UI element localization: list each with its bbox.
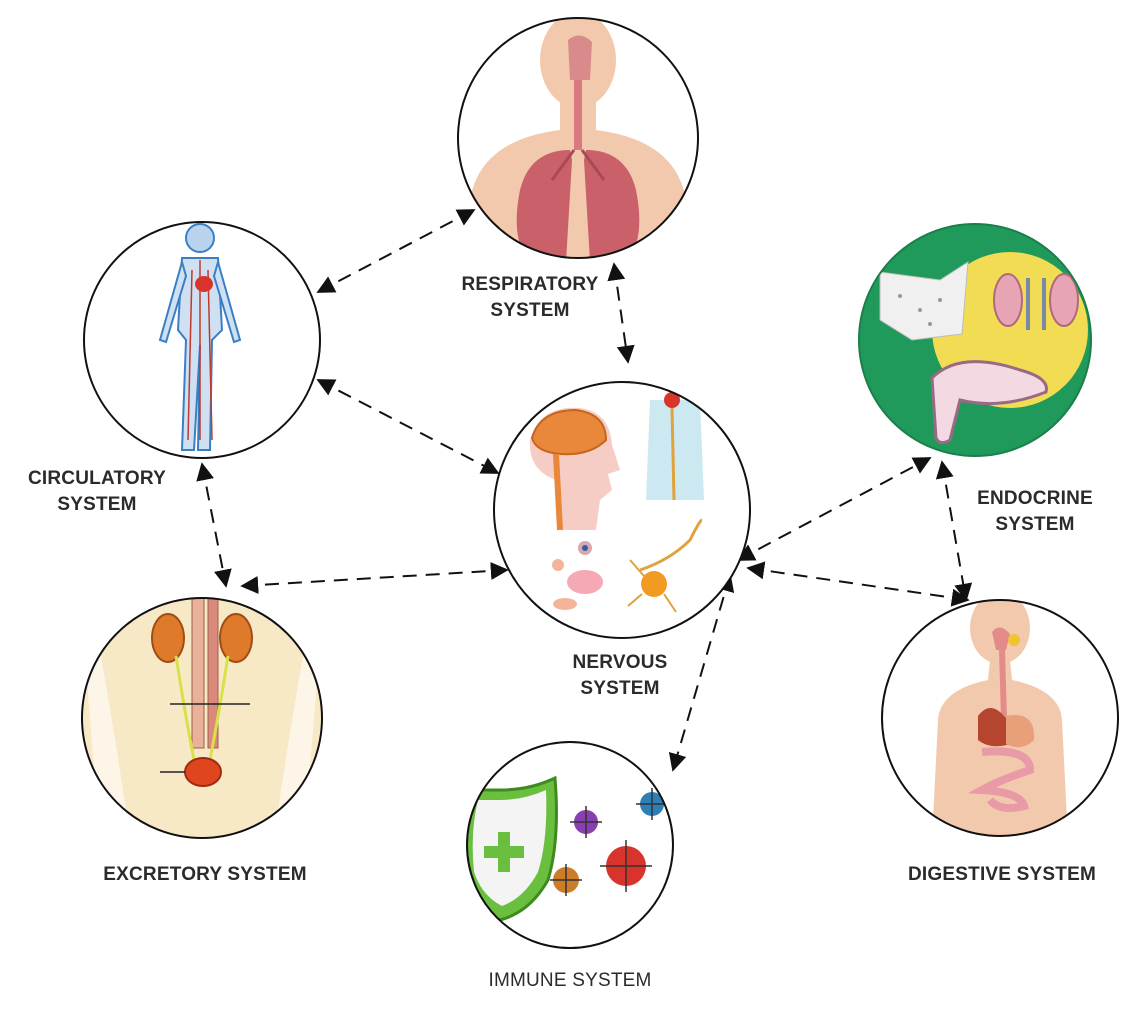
digestive-node (881, 599, 1119, 837)
connections (196, 209, 973, 772)
endocrine-label: ENDOCRINE SYSTEM (960, 486, 1110, 538)
nervous-node (493, 381, 751, 639)
respiratory-node (457, 17, 699, 259)
endocrine-label-line-2: SYSTEM (995, 514, 1075, 535)
excretory-node (81, 597, 323, 839)
shield-virus-icon (467, 775, 668, 922)
circulatory-label: CIRCULATORY SYSTEM (2, 466, 192, 518)
circulatory-label-line-1: CIRCULATORY (27, 468, 166, 489)
connection-circulatory-respiratory (316, 209, 476, 293)
immune-label: IMMUNE SYSTEM (460, 968, 680, 994)
connection-nervous-endocrine (736, 457, 932, 561)
endocrine-glands-icon (879, 252, 1088, 445)
excretory-label-line-1: EXCRETORY SYSTEM (103, 864, 307, 885)
nervous-label-line-2: SYSTEM (580, 678, 660, 699)
respiratory-label-line-2: SYSTEM (490, 300, 570, 321)
connection-excretory-nervous (240, 561, 509, 595)
digestive-label: DIGESTIVE SYSTEM (882, 862, 1122, 888)
respiratory-label: RESPIRATORY SYSTEM (440, 272, 620, 324)
respiratory-label-line-1: RESPIRATORY (461, 274, 599, 295)
circulatory-body-icon (158, 223, 242, 451)
connection-respiratory-nervous (607, 262, 635, 364)
connection-circulatory-nervous (316, 379, 500, 474)
connection-nervous-immune (668, 573, 735, 772)
lungs-icon (458, 18, 698, 258)
endocrine-node (858, 223, 1092, 457)
excretory-label: EXCRETORY SYSTEM (70, 862, 340, 888)
nervous-label: NERVOUS SYSTEM (540, 650, 700, 702)
endocrine-label-line-1: ENDOCRINE (977, 488, 1093, 509)
immune-node (466, 741, 674, 949)
immune-label-line-1: IMMUNE SYSTEM (488, 970, 652, 991)
brain-neuron-icon (529, 392, 704, 613)
digestive-tract-icon (932, 600, 1068, 836)
connection-circulatory-excretory (196, 462, 232, 588)
nervous-label-line-1: NERVOUS (572, 652, 668, 673)
digestive-label-line-1: DIGESTIVE SYSTEM (908, 864, 1096, 885)
circulatory-node (83, 221, 321, 459)
circulatory-label-line-2: SYSTEM (57, 494, 137, 515)
connection-nervous-digestive (746, 561, 970, 607)
